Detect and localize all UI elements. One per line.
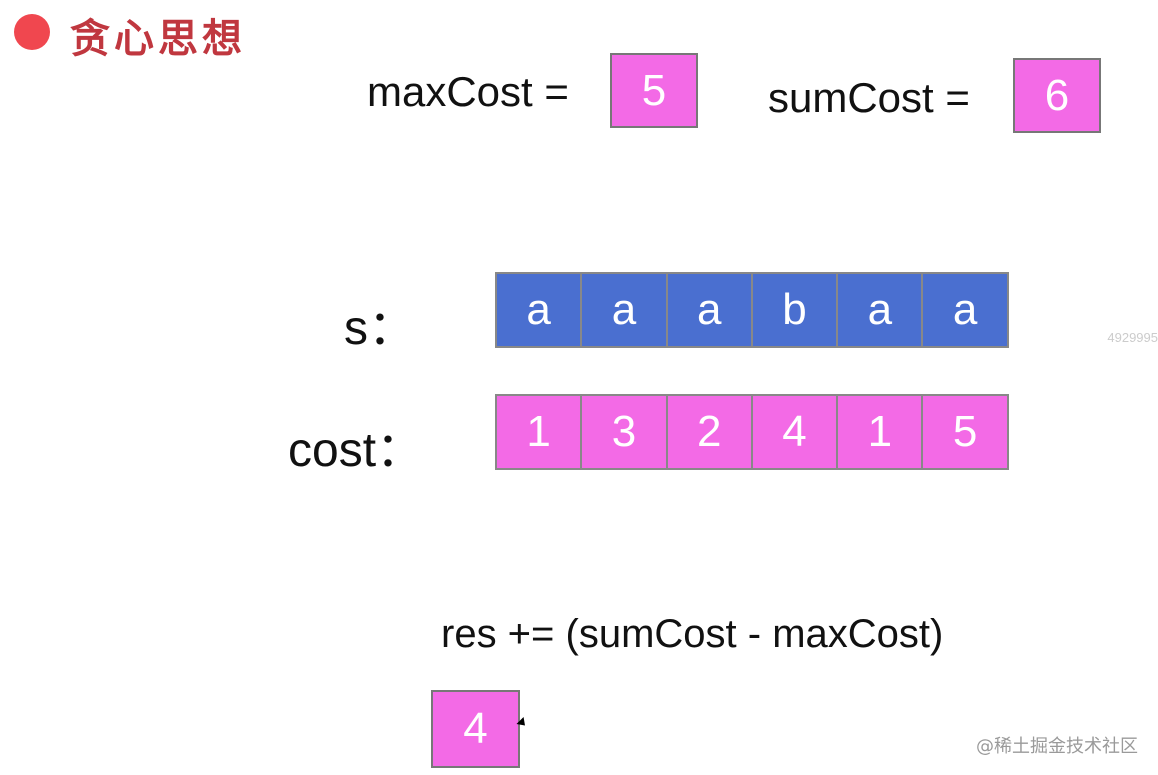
watermark: @稀土掘金技术社区: [976, 736, 1138, 757]
cost-cell: 1: [495, 394, 583, 470]
s-row-label: s：: [344, 302, 417, 355]
cost-cell: 4: [750, 394, 839, 470]
sumcost-label: sumCost =: [768, 74, 970, 121]
s-cell: a: [836, 272, 924, 348]
s-cell: a: [665, 272, 753, 348]
bullet-dot: [14, 14, 50, 50]
result-box: 4: [431, 690, 520, 768]
cost-cell: 3: [580, 394, 668, 470]
cost-cell: 1: [836, 394, 924, 470]
s-cell: b: [750, 272, 839, 348]
s-cell: a: [580, 272, 668, 348]
side-id-text: 4929995: [1107, 330, 1158, 345]
cost-row-label: cost：: [288, 424, 425, 477]
section-title: 贪心思想: [70, 15, 246, 62]
s-cell: a: [495, 272, 583, 348]
s-array: a a a b a a: [495, 272, 1009, 348]
cost-array: 1 3 2 4 1 5: [495, 394, 1009, 470]
sumcost-value-box: 6: [1013, 58, 1101, 133]
maxcost-value-box: 5: [610, 53, 698, 128]
cost-cell: 2: [665, 394, 753, 470]
formula-text: res += (sumCost - maxCost): [441, 612, 944, 656]
cost-cell: 5: [921, 394, 1009, 470]
s-cell: a: [921, 272, 1009, 348]
maxcost-label: maxCost =: [367, 68, 569, 115]
